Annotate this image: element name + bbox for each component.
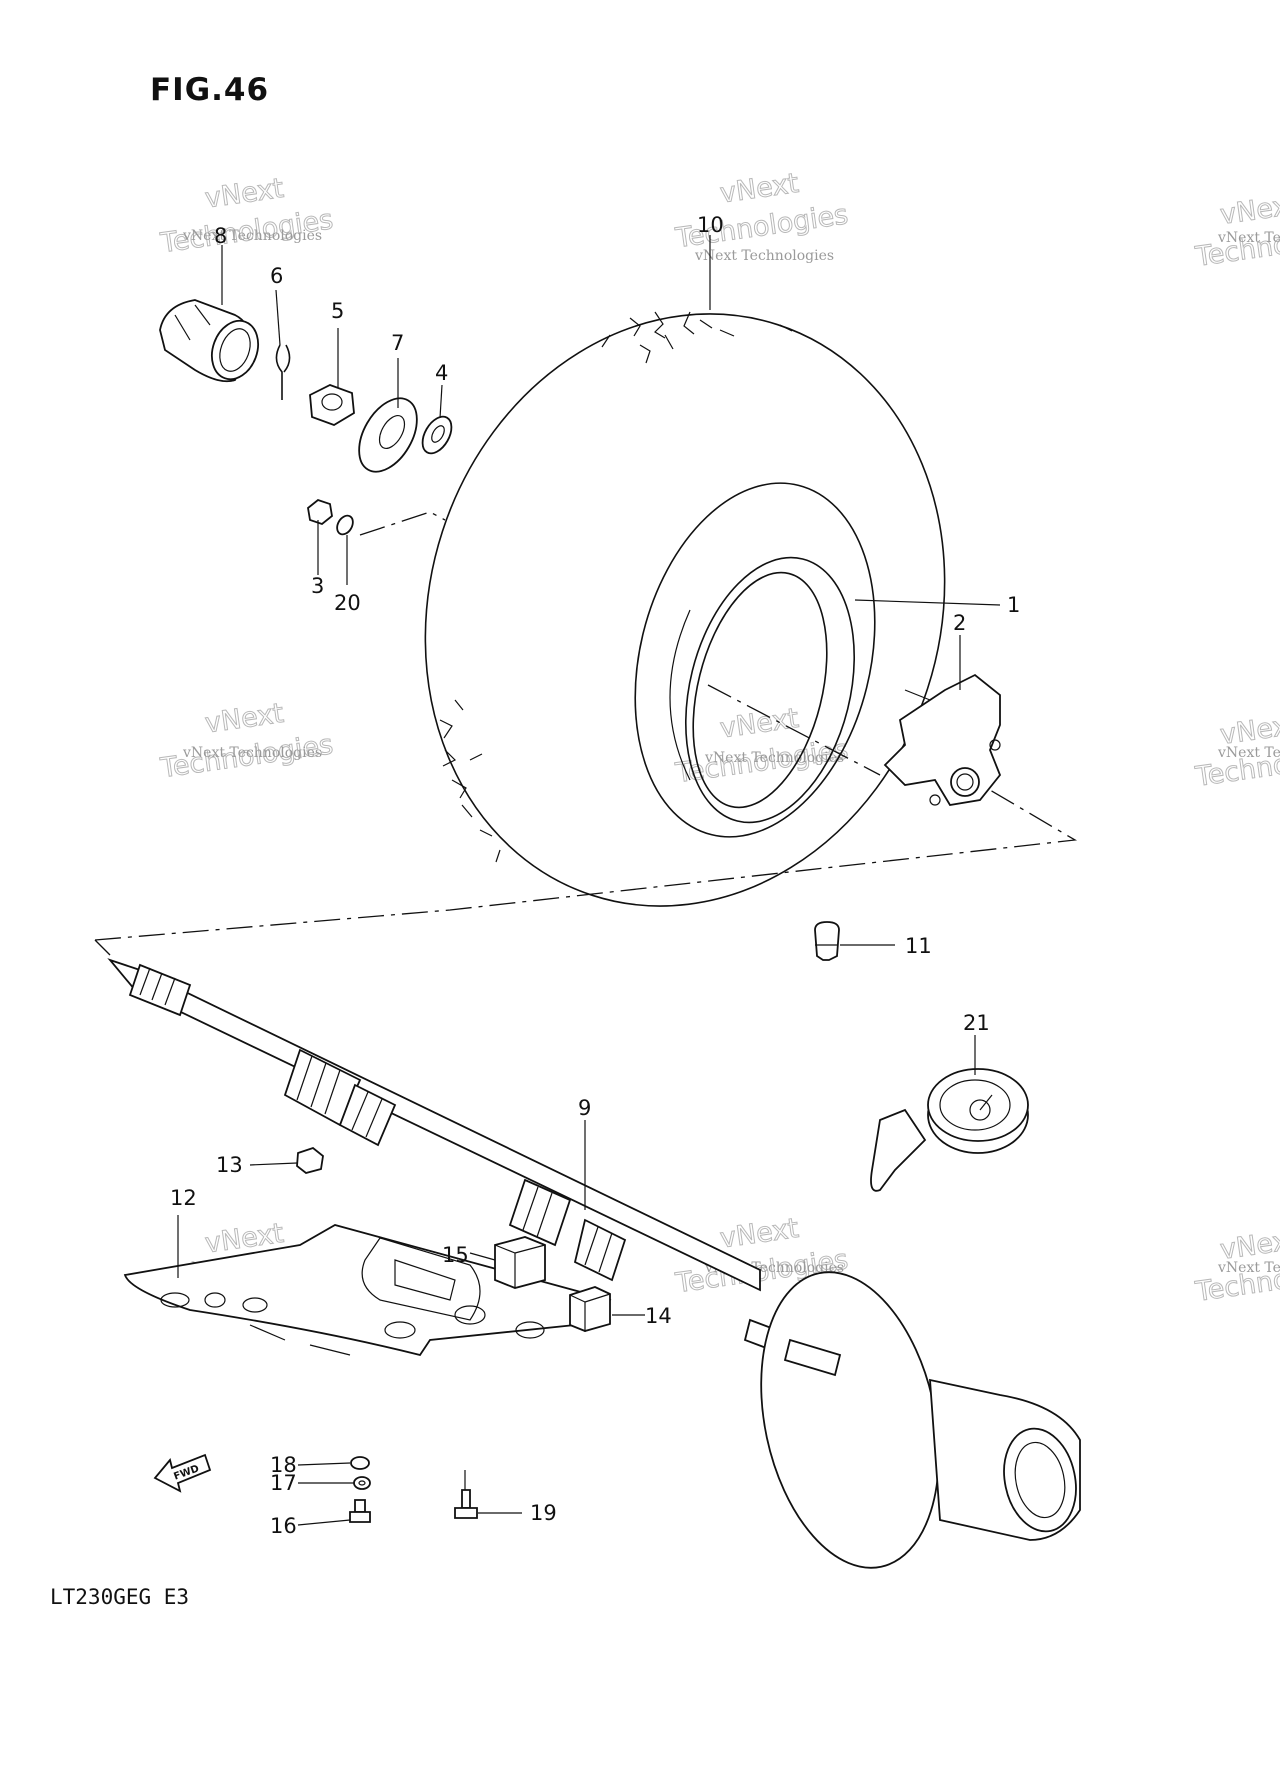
assembly-line [94,939,111,956]
watermark-text: vNext Technologies [1217,1260,1280,1276]
callout-21: 21 [963,1011,990,1035]
callout-6: 6 [270,264,283,288]
watermark-text: vNext Technologies [694,248,834,264]
callout-10: 10 [697,213,724,237]
callout-2: 2 [953,611,966,635]
figure-title: FIG.46 [150,72,269,108]
callout-12: 12 [170,1186,197,1210]
axle-housing [760,1271,1081,1569]
assembly-line [359,511,446,536]
stud-part-11 [814,921,840,961]
washer-part-18 [350,1456,370,1470]
callout-9: 9 [578,1096,591,1120]
nut-part-3 [307,498,333,526]
watermark-text: vNext Technologies [704,750,844,766]
watermark-logo-text: vNext [718,703,800,745]
watermark-logo-text: vNext [718,1213,800,1255]
callout-20: 20 [334,591,361,615]
block-part-15 [494,1236,546,1289]
callout-18: 18 [270,1453,297,1477]
callout-8: 8 [214,224,227,248]
watermark-group: vNext Technologies vNext Technologies vN… [157,167,1280,1308]
bolt-part-16 [349,1499,371,1523]
callout-14: 14 [645,1304,672,1328]
cap-part-8 [159,299,259,383]
leader-lines [177,235,1001,1526]
watermark-logo-text: vNext [1218,189,1280,231]
callout-1: 1 [1007,593,1020,617]
washer-part-4 [421,415,453,455]
callout-13: 13 [216,1153,243,1177]
callout-11: 11 [905,934,932,958]
callout-4: 4 [435,361,448,385]
watermark-text: vNext Technologies [182,228,322,244]
rim-part-1 [669,556,856,824]
pressure-gauge-part-21 [870,1068,1029,1192]
callout-17: 17 [270,1471,297,1495]
callout-labels: 8 6 5 7 4 3 20 10 1 2 11 21 9 13 12 15 1… [170,213,1020,1538]
washer-part-20 [336,514,354,536]
watermark-text: vNext Technologies [1217,230,1280,246]
callout-16: 16 [270,1514,297,1538]
callout-7: 7 [391,331,404,355]
cotter-pin-part-6 [275,344,291,400]
block-part-13 [296,1146,324,1174]
assembly-line [707,684,881,776]
watermark-logo-text: vNext [718,168,800,210]
watermark-text: vNext Technologies [1217,745,1280,761]
model-code: LT230GEG E3 [50,1585,189,1609]
watermark-logo-text: vNext [203,173,285,215]
callout-5: 5 [331,299,344,323]
fwd-arrow-icon: FWD [153,1453,212,1493]
watermark-logo-text: vNext [203,698,285,740]
callout-19: 19 [530,1501,557,1525]
callout-3: 3 [311,574,324,598]
block-part-14 [569,1286,611,1332]
hub-part-2 [883,673,1002,806]
callout-15: 15 [442,1243,469,1267]
bolt-part-19 [454,1489,478,1519]
tire-part-10 [424,311,946,907]
washer-part-7 [358,397,418,473]
washer-part-17 [353,1476,371,1490]
watermark-text: vNext Technologies [182,745,322,761]
assembly-line [94,789,1078,941]
castle-nut-part-5 [309,384,355,426]
axle-shaft-part-9 [107,958,792,1357]
